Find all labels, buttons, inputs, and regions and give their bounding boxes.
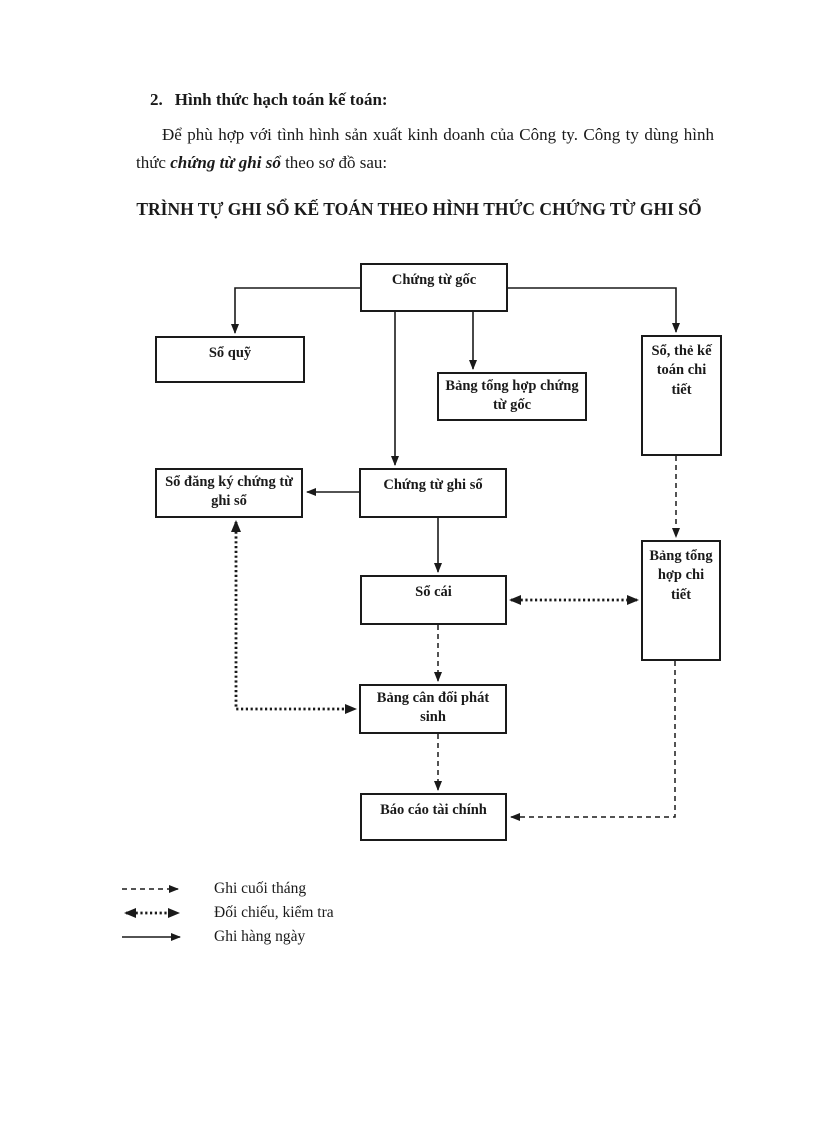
legend-label: Đối chiếu, kiểm tra <box>214 904 334 921</box>
body-paragraph: Để phù hợp với tình hình sản xuất kinh d… <box>136 121 714 177</box>
connector-bangtonghopchitiet-to-baocao <box>510 661 676 821</box>
solid-arrow-icon <box>122 933 181 941</box>
box-bang-tong-hop-chi-tiet: Bảng tổng hợp chi tiết <box>641 540 721 661</box>
legend-label: Ghi cuối tháng <box>214 880 307 897</box>
paragraph-emphasis: chứng từ ghi sổ <box>170 153 281 172</box>
box-bao-cao-tai-chinh: Báo cáo tài chính <box>360 793 507 841</box>
box-chung-tu-ghi-so: Chứng từ ghi sổ <box>359 468 507 518</box>
section-heading-text: Hình thức hạch toán kế toán: <box>174 90 388 109</box>
legend-row-ghi-cuoi-thang: Ghi cuối tháng <box>120 877 334 901</box>
connector-chungtugoc-to-soquy <box>231 287 360 334</box>
legend-row-ghi-hang-ngay: Ghi hàng ngày <box>120 925 334 949</box>
connector-chungtugoc-to-sothe <box>508 287 680 333</box>
legend-label: Ghi hàng ngày <box>214 928 306 945</box>
box-chung-tu-goc: Chứng từ gốc <box>360 263 508 312</box>
legend-row-doi-chieu-kiem-tra: Đối chiếu, kiểm tra <box>120 901 334 925</box>
paragraph-part1: Để phù hợp với tình hình sản xuất kinh d… <box>136 125 714 172</box>
dashed-arrow-icon <box>122 885 179 893</box>
box-so-quy: Sổ quỹ <box>155 336 305 383</box>
paragraph-part2: theo sơ đồ sau: <box>280 153 388 172</box>
dotted-double-arrow-icon <box>124 908 180 918</box>
connector-sodangky-bangcandoi-doichieu <box>231 520 357 714</box>
box-so-dang-ky-chung-tu-ghi-so: Sổ đăng ký chứng từ ghi sổ <box>155 468 303 518</box>
box-so-cai: Sổ cái <box>360 575 507 625</box>
box-so-the-ke-toan-chi-tiet: Sổ, thẻ kế toán chi tiết <box>641 335 722 456</box>
legend: Ghi cuối tháng Đối chiếu, kiểm tra <box>120 877 334 949</box>
box-bang-tong-hop-chung-tu-goc: Bảng tổng hợp chứng từ gốc <box>437 372 587 421</box>
box-bang-can-doi-phat-sinh: Bảng cân đối phát sinh <box>359 684 507 734</box>
section-number: 2. <box>150 90 163 109</box>
diagram-title: TRÌNH TỰ GHI SỔ KẾ TOÁN THEO HÌNH THỨC C… <box>136 199 702 219</box>
section-heading: 2. Hình thức hạch toán kế toán: <box>150 90 388 110</box>
